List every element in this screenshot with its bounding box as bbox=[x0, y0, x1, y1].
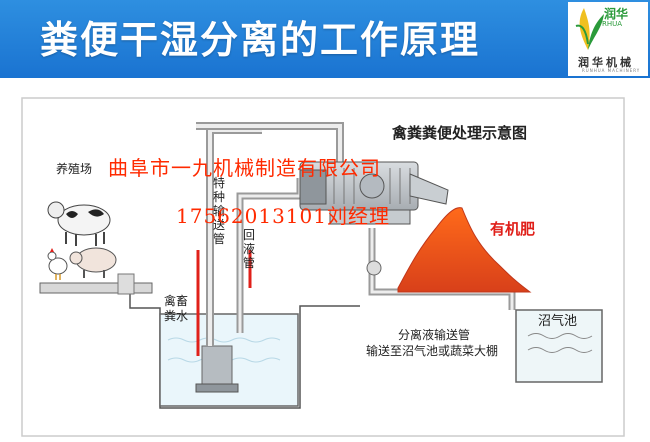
cow-icon bbox=[47, 201, 111, 246]
flow-valve bbox=[366, 260, 382, 276]
pig-icon bbox=[69, 247, 117, 278]
diagram-heading: 禽粪粪便处理示意图 bbox=[392, 124, 528, 142]
page-title: 粪便干湿分离的工作原理 bbox=[40, 18, 481, 62]
diagram-stage: 禽粪粪便处理示意图 养殖场 特种输送管 回液管 禽畜粪水 有机肥 沼气池 分离液… bbox=[0, 78, 650, 442]
logo-brand: 润华 bbox=[604, 7, 629, 21]
biogas-label: 沼气池 bbox=[538, 314, 578, 329]
company-logo: 润华 RHUA 润华机械 RUNHUA MACHINERY bbox=[568, 2, 648, 76]
process-diagram bbox=[21, 97, 625, 437]
logo-name: 润华机械 bbox=[578, 56, 634, 69]
discharge-chute bbox=[409, 173, 449, 205]
separator-screen bbox=[333, 168, 411, 204]
fertilizer-label: 有机肥 bbox=[490, 220, 536, 238]
farm-drain bbox=[117, 273, 135, 295]
pump-base bbox=[195, 383, 239, 393]
company-watermark: 曲阜市一九机械制造有限公司 bbox=[108, 156, 381, 180]
separator-stand bbox=[329, 209, 411, 225]
pump-pipe-label: 特种输送管 bbox=[213, 176, 226, 246]
logo-sub: RHUA bbox=[602, 20, 623, 28]
farm-label: 养殖场 bbox=[56, 162, 93, 176]
separator-drum bbox=[359, 173, 385, 199]
chicken-icon bbox=[47, 248, 68, 280]
separated-liquid-pipe-label: 分离液输送管 bbox=[398, 328, 471, 342]
title-banner: 粪便干湿分离的工作原理 润华 RHUA 润华机械 RUNHUA MACHINER… bbox=[0, 0, 650, 78]
phone-watermark: 17562013101刘经理 bbox=[176, 204, 390, 228]
wheat-leaf-icon bbox=[575, 8, 604, 50]
biogas-waves bbox=[527, 333, 593, 353]
biogas-tank bbox=[515, 309, 603, 383]
separated-liquid-destination: 输送至沼气池或蔬菜大棚 bbox=[366, 344, 499, 358]
top-feed-pipe-core bbox=[196, 124, 342, 170]
return-pipe-label: 回液管 bbox=[243, 228, 256, 270]
separator-motor bbox=[299, 169, 327, 205]
fertilizer-heap bbox=[397, 207, 532, 293]
farm-floor bbox=[39, 282, 153, 294]
pump-body bbox=[201, 345, 233, 385]
livestock-water-label: 禽畜粪水 bbox=[164, 294, 189, 323]
logo-tagline: RUNHUA MACHINERY bbox=[582, 68, 641, 73]
